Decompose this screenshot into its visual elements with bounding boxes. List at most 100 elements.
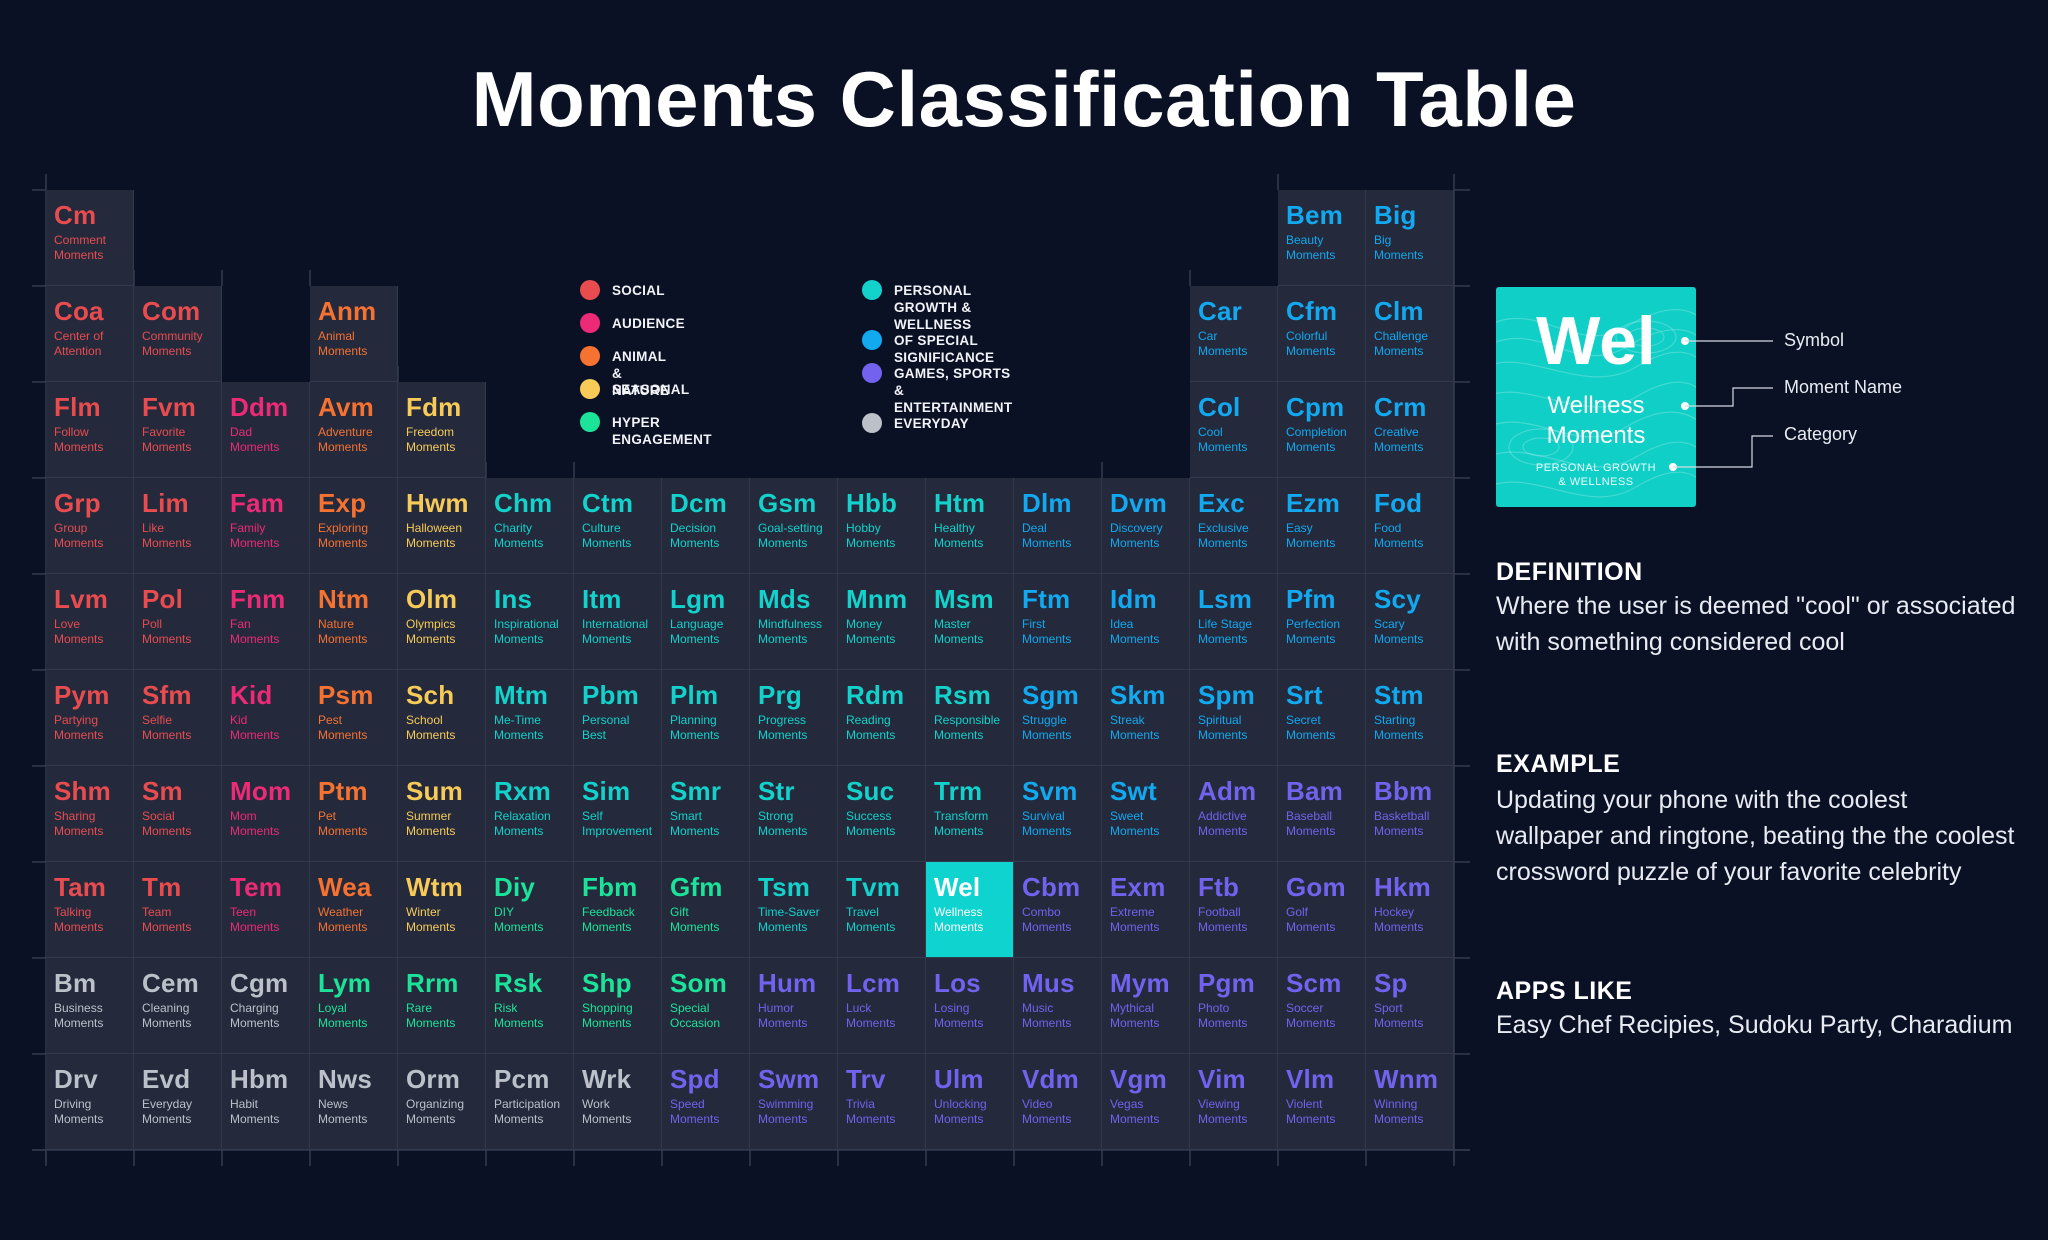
element-cell-spd[interactable]: SpdSpeed Moments	[662, 1054, 750, 1150]
element-cell-gsm[interactable]: GsmGoal-setting Moments	[750, 478, 838, 574]
element-cell-cbm[interactable]: CbmCombo Moments	[1014, 862, 1102, 958]
element-cell-exc[interactable]: ExcExclusive Moments	[1190, 478, 1278, 574]
element-cell-sch[interactable]: SchSchool Moments	[398, 670, 486, 766]
element-cell-trv[interactable]: TrvTrivia Moments	[838, 1054, 926, 1150]
element-cell-ctm[interactable]: CtmCulture Moments	[574, 478, 662, 574]
element-cell-hkm[interactable]: HkmHockey Moments	[1366, 862, 1454, 958]
element-cell-ulm[interactable]: UlmUnlocking Moments	[926, 1054, 1014, 1150]
element-cell-ddm[interactable]: DdmDad Moments	[222, 382, 310, 478]
element-cell-pgm[interactable]: PgmPhoto Moments	[1190, 958, 1278, 1054]
element-cell-ezm[interactable]: EzmEasy Moments	[1278, 478, 1366, 574]
element-cell-lvm[interactable]: LvmLove Moments	[46, 574, 134, 670]
element-cell-vim[interactable]: VimViewing Moments	[1190, 1054, 1278, 1150]
element-cell-rsm[interactable]: RsmResponsible Moments	[926, 670, 1014, 766]
element-cell-fbm[interactable]: FbmFeedback Moments	[574, 862, 662, 958]
element-cell-car[interactable]: CarCar Moments	[1190, 286, 1278, 382]
element-cell-spm[interactable]: SpmSpiritual Moments	[1190, 670, 1278, 766]
element-cell-mom[interactable]: MomMom Moments	[222, 766, 310, 862]
element-cell-col[interactable]: ColCool Moments	[1190, 382, 1278, 478]
element-cell-prg[interactable]: PrgProgress Moments	[750, 670, 838, 766]
element-cell-skm[interactable]: SkmStreak Moments	[1102, 670, 1190, 766]
element-cell-cpm[interactable]: CpmCompletion Moments	[1278, 382, 1366, 478]
element-cell-mnm[interactable]: MnmMoney Moments	[838, 574, 926, 670]
element-cell-msm[interactable]: MsmMaster Moments	[926, 574, 1014, 670]
element-cell-tvm[interactable]: TvmTravel Moments	[838, 862, 926, 958]
element-cell-fnm[interactable]: FnmFan Moments	[222, 574, 310, 670]
element-cell-evd[interactable]: EvdEveryday Moments	[134, 1054, 222, 1150]
element-cell-pfm[interactable]: PfmPerfection Moments	[1278, 574, 1366, 670]
element-cell-hum[interactable]: HumHumor Moments	[750, 958, 838, 1054]
element-cell-hbm[interactable]: HbmHabit Moments	[222, 1054, 310, 1150]
element-cell-cgm[interactable]: CgmCharging Moments	[222, 958, 310, 1054]
element-cell-drv[interactable]: DrvDriving Moments	[46, 1054, 134, 1150]
element-cell-clm[interactable]: ClmChallenge Moments	[1366, 286, 1454, 382]
element-cell-olm[interactable]: OlmOlympics Moments	[398, 574, 486, 670]
element-cell-sim[interactable]: SimSelf Improvement	[574, 766, 662, 862]
element-cell-fod[interactable]: FodFood Moments	[1366, 478, 1454, 574]
element-cell-cem[interactable]: CemCleaning Moments	[134, 958, 222, 1054]
element-cell-vdm[interactable]: VdmVideo Moments	[1014, 1054, 1102, 1150]
element-cell-bm[interactable]: BmBusiness Moments	[46, 958, 134, 1054]
element-cell-swt[interactable]: SwtSweet Moments	[1102, 766, 1190, 862]
element-cell-flm[interactable]: FlmFollow Moments	[46, 382, 134, 478]
element-cell-los[interactable]: LosLosing Moments	[926, 958, 1014, 1054]
element-cell-pcm[interactable]: PcmParticipation Moments	[486, 1054, 574, 1150]
element-cell-bem[interactable]: BemBeauty Moments	[1278, 190, 1366, 286]
element-cell-smr[interactable]: SmrSmart Moments	[662, 766, 750, 862]
element-cell-sm[interactable]: SmSocial Moments	[134, 766, 222, 862]
element-cell-scy[interactable]: ScyScary Moments	[1366, 574, 1454, 670]
element-cell-plm[interactable]: PlmPlanning Moments	[662, 670, 750, 766]
element-cell-grp[interactable]: GrpGroup Moments	[46, 478, 134, 574]
element-cell-stm[interactable]: StmStarting Moments	[1366, 670, 1454, 766]
element-cell-cm[interactable]: CmComment Moments	[46, 190, 134, 286]
element-cell-ftb[interactable]: FtbFootball Moments	[1190, 862, 1278, 958]
element-cell-bam[interactable]: BamBaseball Moments	[1278, 766, 1366, 862]
element-cell-ins[interactable]: InsInspirational Moments	[486, 574, 574, 670]
element-cell-rsk[interactable]: RskRisk Moments	[486, 958, 574, 1054]
element-cell-big[interactable]: BigBig Moments	[1366, 190, 1454, 286]
element-cell-adm[interactable]: AdmAddictive Moments	[1190, 766, 1278, 862]
element-cell-kid[interactable]: KidKid Moments	[222, 670, 310, 766]
element-cell-dcm[interactable]: DcmDecision Moments	[662, 478, 750, 574]
element-cell-vgm[interactable]: VgmVegas Moments	[1102, 1054, 1190, 1150]
element-cell-lgm[interactable]: LgmLanguage Moments	[662, 574, 750, 670]
element-cell-str[interactable]: StrStrong Moments	[750, 766, 838, 862]
element-cell-srt[interactable]: SrtSecret Moments	[1278, 670, 1366, 766]
element-cell-ftm[interactable]: FtmFirst Moments	[1014, 574, 1102, 670]
element-cell-swm[interactable]: SwmSwimming Moments	[750, 1054, 838, 1150]
element-cell-exm[interactable]: ExmExtreme Moments	[1102, 862, 1190, 958]
element-cell-tem[interactable]: TemTeen Moments	[222, 862, 310, 958]
element-cell-mus[interactable]: MusMusic Moments	[1014, 958, 1102, 1054]
element-cell-mtm[interactable]: MtmMe-Time Moments	[486, 670, 574, 766]
element-cell-sgm[interactable]: SgmStruggle Moments	[1014, 670, 1102, 766]
element-cell-scm[interactable]: ScmSoccer Moments	[1278, 958, 1366, 1054]
element-cell-cfm[interactable]: CfmColorful Moments	[1278, 286, 1366, 382]
element-cell-shm[interactable]: ShmSharing Moments	[46, 766, 134, 862]
element-cell-lcm[interactable]: LcmLuck Moments	[838, 958, 926, 1054]
element-cell-orm[interactable]: OrmOrganizing Moments	[398, 1054, 486, 1150]
element-cell-sum[interactable]: SumSummer Moments	[398, 766, 486, 862]
element-cell-dlm[interactable]: DlmDeal Moments	[1014, 478, 1102, 574]
element-cell-gfm[interactable]: GfmGift Moments	[662, 862, 750, 958]
element-cell-wel[interactable]: WelWellness Moments	[926, 862, 1014, 958]
element-cell-chm[interactable]: ChmCharity Moments	[486, 478, 574, 574]
element-cell-fam[interactable]: FamFamily Moments	[222, 478, 310, 574]
element-cell-rrm[interactable]: RrmRare Moments	[398, 958, 486, 1054]
element-cell-mym[interactable]: MymMythical Moments	[1102, 958, 1190, 1054]
element-cell-coa[interactable]: CoaCenter of Attention	[46, 286, 134, 382]
element-cell-vlm[interactable]: VlmViolent Moments	[1278, 1054, 1366, 1150]
element-cell-shp[interactable]: ShpShopping Moments	[574, 958, 662, 1054]
element-cell-crm[interactable]: CrmCreative Moments	[1366, 382, 1454, 478]
element-cell-ntm[interactable]: NtmNature Moments	[310, 574, 398, 670]
element-cell-sfm[interactable]: SfmSelfie Moments	[134, 670, 222, 766]
element-cell-lim[interactable]: LimLike Moments	[134, 478, 222, 574]
element-cell-suc[interactable]: SucSuccess Moments	[838, 766, 926, 862]
element-cell-pym[interactable]: PymPartying Moments	[46, 670, 134, 766]
element-cell-bbm[interactable]: BbmBasketball Moments	[1366, 766, 1454, 862]
element-cell-pbm[interactable]: PbmPersonal Best	[574, 670, 662, 766]
element-cell-fdm[interactable]: FdmFreedom Moments	[398, 382, 486, 478]
element-cell-sp[interactable]: SpSport Moments	[1366, 958, 1454, 1054]
element-cell-htm[interactable]: HtmHealthy Moments	[926, 478, 1014, 574]
element-cell-wrk[interactable]: WrkWork Moments	[574, 1054, 662, 1150]
element-cell-tsm[interactable]: TsmTime-Saver Moments	[750, 862, 838, 958]
